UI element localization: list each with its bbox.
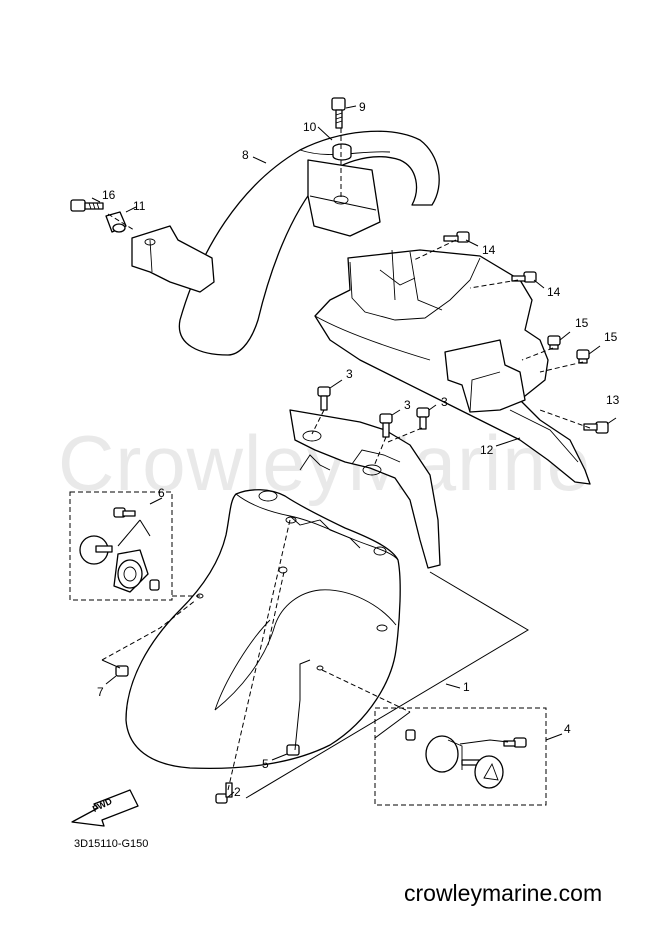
nut-5 bbox=[286, 744, 300, 756]
callout-1: 1 bbox=[463, 680, 470, 694]
collar-11 bbox=[105, 211, 127, 233]
rear-fender bbox=[131, 130, 440, 356]
callout-14b: 14 bbox=[547, 285, 561, 299]
callout-12: 12 bbox=[480, 443, 494, 457]
fwd-arrow-icon bbox=[71, 789, 139, 827]
callout-11: 11 bbox=[133, 199, 146, 213]
bolt-14b bbox=[511, 271, 537, 283]
callout-7: 7 bbox=[97, 685, 104, 699]
bolt-14a bbox=[443, 231, 470, 243]
callout-5: 5 bbox=[262, 757, 269, 771]
fender-stay bbox=[289, 409, 441, 569]
callout-3c: 3 bbox=[441, 395, 448, 409]
bolt-16 bbox=[70, 199, 104, 212]
reflector-assembly-4 bbox=[374, 707, 547, 806]
callout-3b: 3 bbox=[404, 398, 411, 412]
clip-15b bbox=[576, 349, 590, 364]
callout-9: 9 bbox=[359, 100, 366, 114]
leader-lines bbox=[91, 105, 617, 799]
bolt-9 bbox=[331, 97, 346, 129]
callout-6: 6 bbox=[158, 486, 165, 500]
nut-7 bbox=[115, 665, 129, 677]
screw-13 bbox=[583, 421, 609, 434]
callout-15b: 15 bbox=[604, 330, 618, 344]
callout-3a: 3 bbox=[346, 367, 353, 381]
drawing-code: 3D15110-G150 bbox=[74, 838, 149, 850]
callout-15a: 15 bbox=[575, 316, 589, 330]
callout-16: 16 bbox=[102, 188, 116, 202]
collar-10 bbox=[332, 143, 352, 161]
screw-2 bbox=[215, 782, 233, 804]
reflector-assembly-6 bbox=[69, 491, 173, 601]
callout-2: 2 bbox=[234, 785, 241, 799]
callout-10: 10 bbox=[303, 120, 317, 134]
callout-4: 4 bbox=[564, 722, 571, 736]
bolt-3a bbox=[317, 386, 331, 411]
bolt-3c bbox=[416, 407, 430, 430]
callout-14a: 14 bbox=[482, 243, 496, 257]
rear-flap bbox=[314, 249, 591, 485]
callout-8: 8 bbox=[242, 148, 249, 162]
front-fender bbox=[125, 489, 401, 770]
site-footer: crowleymarine.com bbox=[404, 880, 603, 906]
callout-13: 13 bbox=[606, 393, 620, 407]
clip-15a bbox=[547, 335, 561, 350]
